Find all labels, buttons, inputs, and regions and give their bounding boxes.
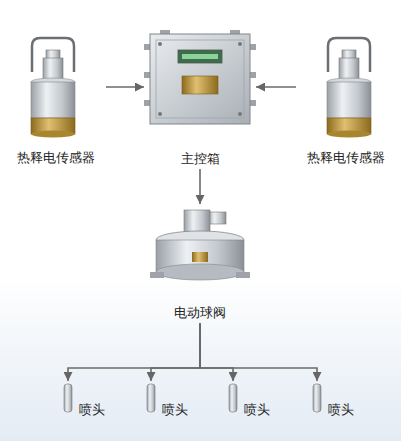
sensor-illustration xyxy=(327,38,371,138)
device-node: 喷头 xyxy=(63,383,111,418)
control-box-illustration xyxy=(144,30,256,124)
illustration-part xyxy=(229,384,237,412)
device-label: 喷头 xyxy=(79,401,105,418)
illustration-part xyxy=(192,252,208,262)
device-node: 热释电传感器 xyxy=(298,30,394,166)
connector-arrow xyxy=(200,323,233,381)
device-node: 喷头 xyxy=(146,383,194,418)
connector-arrow xyxy=(68,323,200,381)
valve-illustration xyxy=(150,210,250,280)
device-label: 电动球阀 xyxy=(174,304,226,321)
sensor-illustration xyxy=(31,38,75,138)
illustration-part xyxy=(208,212,226,224)
illustration-part xyxy=(64,384,72,412)
illustration-part xyxy=(238,112,242,116)
illustration-part xyxy=(238,42,242,46)
illustration-part xyxy=(156,40,244,118)
connector-arrow xyxy=(199,169,201,204)
illustration-part xyxy=(182,76,218,94)
illustration-part xyxy=(156,264,244,280)
connector-arrow xyxy=(200,323,317,381)
device-label: 热释电传感器 xyxy=(307,149,385,166)
illustration-part xyxy=(150,272,164,278)
device-node: 电动球阀 xyxy=(150,206,250,321)
device-node: 热释电传感器 xyxy=(8,30,104,166)
illustration-part xyxy=(184,210,210,234)
device-node: 喷头 xyxy=(312,383,360,418)
illustration-part xyxy=(182,54,218,59)
illustration-part xyxy=(150,34,250,124)
illustration-part xyxy=(178,50,222,63)
device-label: 喷头 xyxy=(162,401,188,418)
connector-arrow xyxy=(151,323,200,381)
connector-arrow xyxy=(106,86,144,88)
illustration-part xyxy=(158,112,162,116)
illustration-part xyxy=(236,272,250,278)
illustration-part xyxy=(313,384,321,412)
device-label: 喷头 xyxy=(244,401,270,418)
device-label: 热释电传感器 xyxy=(17,149,95,166)
device-label: 主控箱 xyxy=(181,150,220,167)
device-label: 喷头 xyxy=(328,401,354,418)
illustration-part xyxy=(158,42,162,46)
device-node: 主控箱 xyxy=(146,28,254,167)
connector-arrow xyxy=(256,86,296,88)
device-node: 喷头 xyxy=(228,383,276,418)
illustration-part xyxy=(147,384,155,412)
